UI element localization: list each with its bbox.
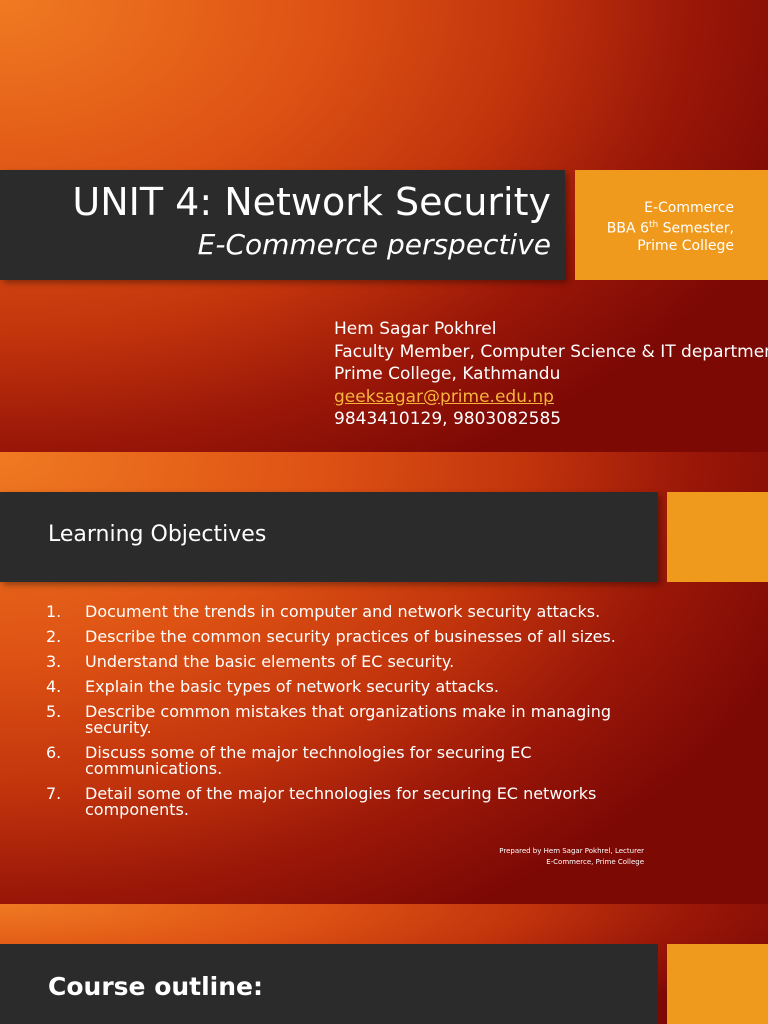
author-block: Hem Sagar Pokhrel Faculty Member, Comput… [334, 318, 768, 431]
title-box: UNIT 4: Network Security E-Commerce pers… [0, 170, 565, 280]
objective-text: Discuss some of the major technologies f… [85, 743, 532, 778]
course-outline-header: Course outline: [0, 944, 658, 1024]
semester-prefix: BBA 6 [606, 220, 649, 237]
semester-sup: th [648, 220, 659, 230]
course-info-box: E-Commerce BBA 6th Semester, Prime Colle… [575, 170, 768, 280]
college-name: Prime College [637, 237, 734, 254]
objective-text: Detail some of the major technologies fo… [85, 784, 597, 819]
objective-text: Explain the basic types of network secur… [85, 677, 499, 696]
objectives-accent-box [667, 492, 768, 582]
objective-number: 1. [46, 602, 62, 621]
objective-item: 6. Discuss some of the major technologies… [46, 745, 658, 777]
objective-item: 3. Understand the basic elements of EC se… [46, 654, 658, 670]
author-org: Prime College, Kathmandu [334, 364, 561, 384]
credit-line-1: Prepared by Hem Sagar Pokhrel, Lecturer [499, 847, 644, 855]
objective-text: Understand the basic elements of EC secu… [85, 652, 455, 671]
author-email-link[interactable]: geeksagar@prime.edu.np [334, 386, 554, 407]
author-name: Hem Sagar Pokhrel [334, 319, 497, 339]
objective-number: 6. [46, 743, 62, 762]
title-slide: UNIT 4: Network Security E-Commerce pers… [0, 0, 768, 452]
objective-number: 2. [46, 627, 62, 646]
semester-line: BBA 6th Semester, [607, 217, 734, 238]
objective-item: 5. Describe common mistakes that organiza… [46, 704, 658, 736]
objective-item: 4. Explain the basic types of network sec… [46, 679, 658, 695]
objective-number: 5. [46, 702, 62, 721]
slide-credit: Prepared by Hem Sagar Pokhrel, Lecturer … [499, 846, 644, 868]
course-outline-title: Course outline: [48, 972, 264, 1001]
objective-number: 3. [46, 652, 62, 671]
objectives-header: Learning Objectives [0, 492, 658, 582]
objectives-title: Learning Objectives [48, 522, 267, 547]
objective-text: Document the trends in computer and netw… [85, 602, 601, 621]
author-role: Faculty Member, Computer Science & IT de… [334, 341, 768, 362]
course-info: E-Commerce BBA 6th Semester, Prime Colle… [607, 200, 734, 255]
course-name: E-Commerce [644, 200, 734, 216]
objective-item: 7. Detail some of the major technologies … [46, 786, 658, 818]
semester-suffix: Semester, [658, 220, 734, 237]
slide-title: UNIT 4: Network Security [72, 180, 551, 224]
objective-item: 2. Describe the common security practices… [46, 629, 658, 645]
author-phones: 9843410129, 9803082585 [334, 409, 562, 429]
objective-text: Describe common mistakes that organizati… [85, 702, 611, 737]
credit-line-2: E-Commerce, Prime College [546, 858, 644, 866]
objective-text: Describe the common security practices o… [85, 627, 616, 646]
objective-number: 4. [46, 677, 62, 696]
objective-item: 1. Document the trends in computer and ne… [46, 604, 658, 620]
course-outline-slide: Course outline: [0, 904, 768, 1024]
slide-subtitle: E-Commerce perspective [197, 228, 551, 261]
objectives-slide: Learning Objectives 1. Document the trend… [0, 452, 768, 904]
objectives-list: 1. Document the trends in computer and ne… [46, 604, 658, 827]
objective-number: 7. [46, 784, 62, 803]
course-outline-accent-box [667, 944, 768, 1024]
